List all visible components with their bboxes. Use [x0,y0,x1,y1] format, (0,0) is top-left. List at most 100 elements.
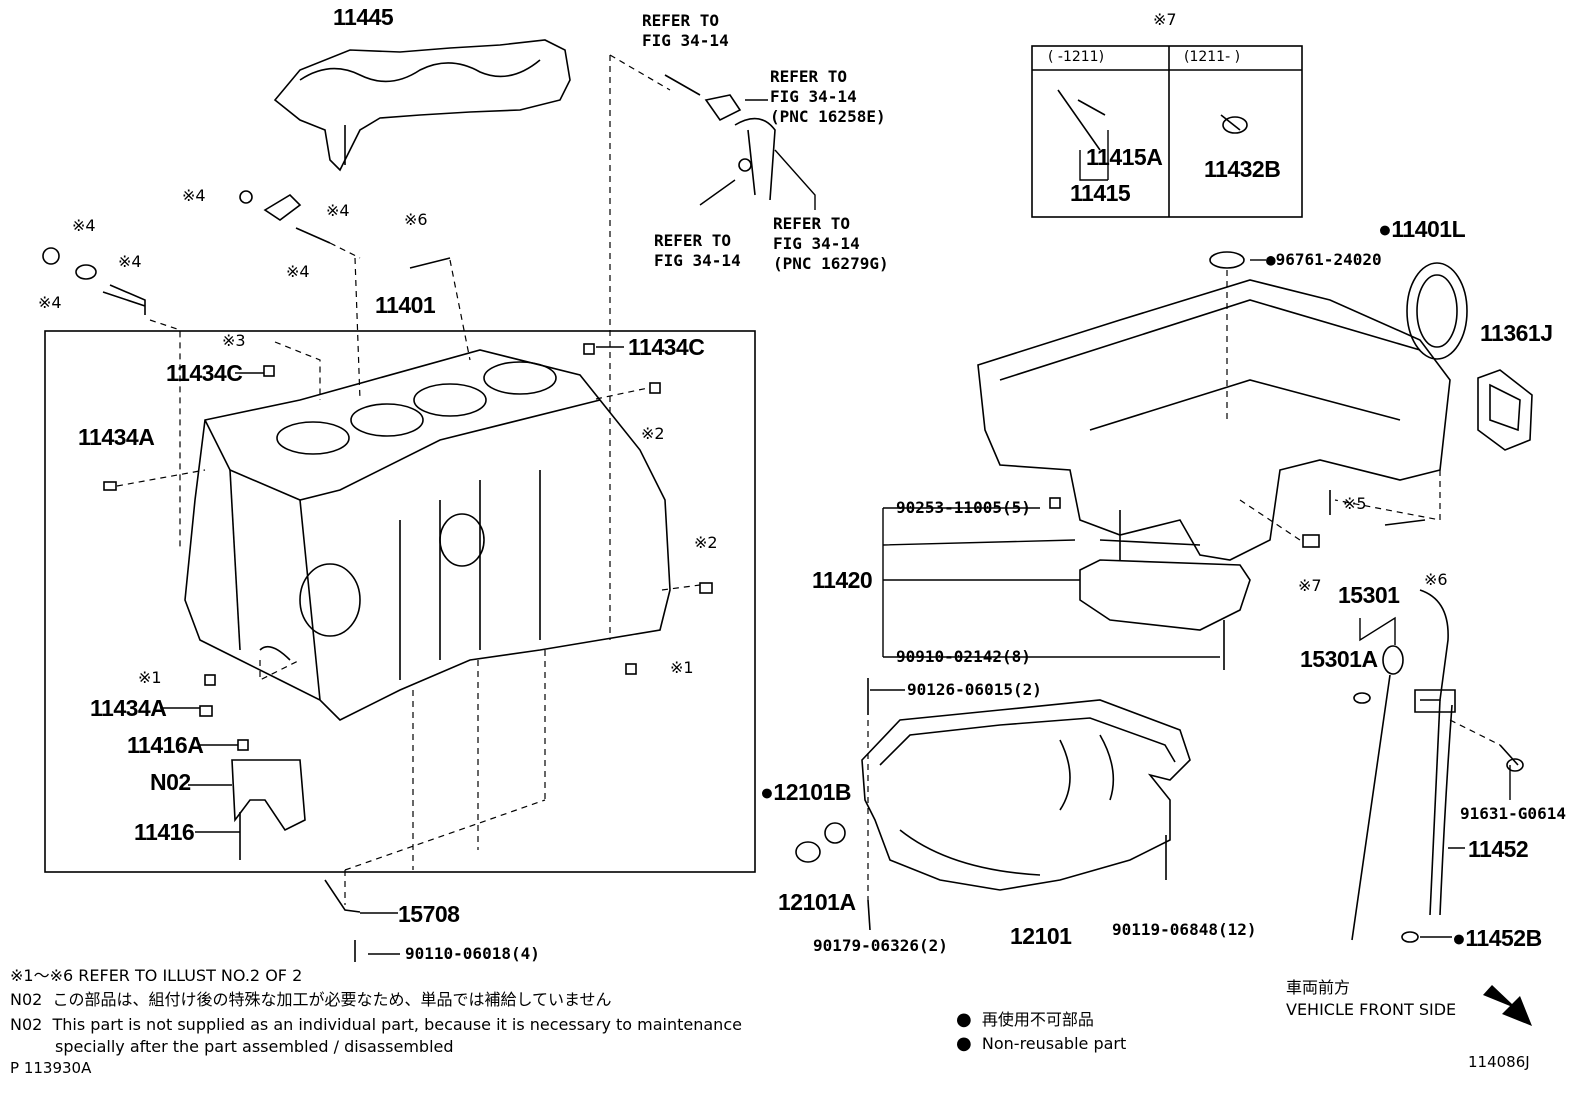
part-number-11401L: 11401L [1391,216,1466,242]
part-number-11452B: 11452B [1465,925,1542,951]
96761-o-ring-shape [1209,251,1245,269]
part-label-11361J: 11361J [1480,320,1553,346]
legend-en: Non-reusable part [956,1033,1127,1054]
part-label-12101A: 12101A [778,889,856,915]
part-label-11416: 11416 [134,819,195,845]
legend-text: 再使用不可部品 [981,1010,1094,1029]
part-label-11401: 11401 [375,292,436,318]
refer-line: FIG 34-14 [770,87,857,106]
inset-header-after: (1211- ) [1184,49,1241,65]
part-label-90126-06015: 90126-06015(2) [907,680,1042,699]
note-n02-en-line2: specially after the part assembled / dis… [55,1037,454,1056]
part-label-11434C-left: 11434C [166,360,243,386]
part-label-12101B: 12101B [760,779,851,805]
mark-2: ※2 [641,424,665,443]
11445-engine-cover-shape [273,39,571,172]
12101-oil-pan-lower-shape [861,699,1191,891]
non-reusable-dot-icon [1452,925,1465,951]
figure-id: 114086J [1468,1053,1530,1071]
mark-2: ※2 [694,533,718,552]
non-reusable-dot-icon [956,1009,972,1030]
inset-variant-box [1031,45,1303,218]
11401L-oil-seal-shape [1406,262,1468,360]
refer-label-16258E: REFER TO FIG 34-14 (PNC 16258E) [770,67,886,127]
mark-4: ※4 [38,293,62,312]
part-label-11445: 11445 [333,4,394,30]
part-label-11432B: 11432B [1204,156,1281,182]
refer-line: (PNC 16279G) [773,254,889,273]
part-label-11434A-top: 11434A [78,424,155,450]
legend-jp: 再使用不可部品 [956,1009,1094,1030]
bolts-and-fittings [42,89,1524,962]
note-text: この部品は、組付け後の特殊な加工が必要なため、単品では補給していません [52,990,612,1009]
mark-5: ※5 [1343,494,1367,513]
legend-text: Non-reusable part [981,1034,1127,1053]
vehicle-front-jp: 車両前方 [1286,978,1351,997]
cylinder-block-group-frame [44,330,756,873]
part-label-90179-06326: 90179-06326(2) [813,936,948,955]
inset-header-before: ( -1211) [1048,49,1105,65]
note-n02-en: N02 This part is not supplied as an indi… [10,1017,742,1033]
11452-dipstick-guide-shape [1401,589,1456,943]
part-label-11434C-right: 11434C [628,334,705,360]
refer-line: REFER TO [654,231,732,250]
mark-6: ※6 [404,210,428,229]
note-illust-ref: ※1～※6 REFER TO ILLUST NO.2 OF 2 [10,966,303,985]
part-label-15301: 15301 [1338,582,1400,608]
part-label-15301A: 15301A [1300,646,1378,672]
dashed-guide-lines [116,54,1501,905]
part-label-90253-11005: 90253-11005(5) [896,498,1031,517]
note-n02-jp: N02 この部品は、組付け後の特殊な加工が必要なため、単品では補給していません [10,992,612,1008]
note-text: This part is not supplied as an individu… [52,1015,742,1034]
part-label-90110-06018: 90110-06018(4) [405,944,540,963]
mark-7-inset: ※7 [1153,10,1177,29]
part-label-11452: 11452 [1468,836,1529,862]
part-label-12101: 12101 [1010,923,1072,949]
non-reusable-dot-icon [760,779,773,805]
part-label-11416A: 11416A [127,732,204,758]
part-label-11420: 11420 [812,567,873,593]
mark-3: ※3 [222,331,246,350]
oil-pipe-refer-shape [664,74,776,201]
mark-1: ※1 [670,658,694,677]
mark-4: ※4 [286,262,310,281]
mark-4: ※4 [182,186,206,205]
solid-leader-lines [160,99,1511,955]
refer-line: REFER TO [770,67,848,86]
mark-1: ※1 [138,668,162,687]
note-prefix: N02 [10,1015,43,1034]
part-number-12101B: 12101B [773,779,851,805]
mark-7: ※7 [1298,576,1322,595]
part-number-96761-24020: 96761-24020 [1275,250,1382,269]
refer-line: REFER TO [773,214,851,233]
part-label-90910-02142: 90910-02142(8) [896,647,1031,666]
11361J-cover-plate-shape [1477,369,1533,451]
refer-line: (PNC 16258E) [770,107,886,126]
refer-label-left: REFER TO FIG 34-14 [654,231,741,271]
part-label-11401L: 11401L [1378,216,1466,242]
mark-6: ※6 [1424,570,1448,589]
refer-line: FIG 34-14 [642,31,729,50]
part-label-N02: N02 [150,769,191,795]
mark-4: ※4 [72,216,96,235]
part-label-11434A-bottom: 11434A [90,695,167,721]
refer-line: FIG 34-14 [773,234,860,253]
part-label-90119-06848: 90119-06848(12) [1112,920,1257,939]
refer-label-top: REFER TO FIG 34-14 [642,11,729,51]
illustration-id: P 113930A [10,1059,92,1077]
vehicle-front-arrow-icon [1483,985,1532,1026]
part-label-11452B: 11452B [1452,925,1542,951]
non-reusable-dot-icon [956,1033,972,1054]
part-label-11415A: 11415A [1086,144,1163,170]
part-label-15708: 15708 [398,901,460,927]
non-reusable-dot-icon [1378,216,1391,242]
refer-label-16279G: REFER TO FIG 34-14 (PNC 16279G) [773,214,889,274]
non-reusable-dot-icon [1266,250,1276,269]
mark-4: ※4 [118,252,142,271]
refer-line: REFER TO [642,11,720,30]
refer-line: FIG 34-14 [654,251,741,270]
11420-oil-pan-upper-shape [977,279,1451,631]
vehicle-front-en: VEHICLE FRONT SIDE [1286,1000,1457,1019]
15301-dipstick-shape [1351,645,1404,941]
